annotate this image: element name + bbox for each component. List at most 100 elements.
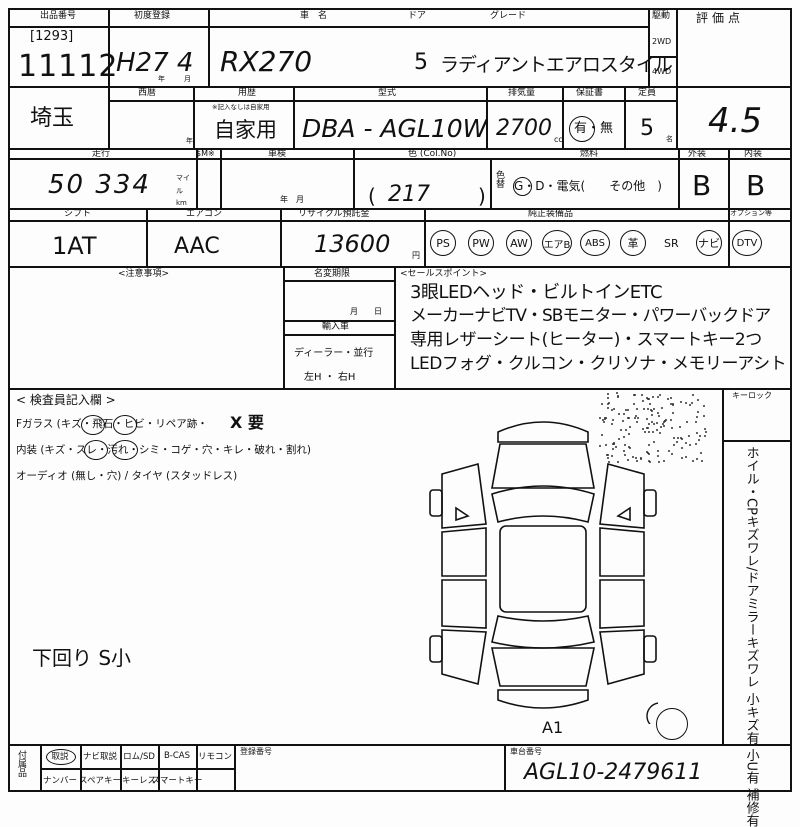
speckle-dot — [621, 419, 624, 422]
speckle-dot — [601, 434, 604, 437]
speckle-dot — [686, 420, 689, 423]
import-label: 輸入車 — [322, 322, 350, 332]
speckle-dot — [648, 430, 651, 433]
car-hood — [491, 443, 595, 489]
inspector-glass: Fガラス (キズ・飛石・ヒビ・リペア跡・ — [16, 418, 208, 430]
color-paren-right: ) — [478, 184, 486, 208]
drive-label: 駆動 — [652, 11, 671, 21]
auction-sheet: 出品番号 [1293] 11112 初度登録 H27 4 年 月 車 名 RX2… — [8, 8, 792, 827]
equip-sunroof: SR — [664, 237, 679, 250]
speckle-dot — [648, 402, 651, 405]
recycle-label: リサイクル預託金 — [298, 209, 370, 219]
speckle-dot — [652, 441, 655, 444]
accessories-label: 付属品 — [16, 750, 26, 777]
speckle-dot — [703, 428, 706, 430]
r3-v5 — [678, 148, 680, 208]
color-label: 色 (Col.No) — [408, 149, 457, 159]
mileage-value: 50 334 — [48, 170, 151, 200]
speckle-dot — [607, 461, 610, 464]
color-value: 217 — [388, 182, 430, 207]
model-value: DBA - AGL10W — [302, 114, 488, 143]
speckle-dot — [651, 409, 654, 412]
speckle-dot — [627, 458, 630, 461]
speckle-dot — [671, 411, 674, 414]
speckle-dot — [623, 443, 626, 446]
model-label: 型式 — [378, 88, 397, 98]
speckle-dot — [611, 423, 614, 426]
lot-number: 11112 — [18, 49, 119, 84]
speckle-dot — [623, 450, 626, 453]
speckle-dot — [607, 403, 610, 406]
grade-label: グレード — [490, 11, 527, 21]
notes-label: <注意事項> — [118, 269, 170, 279]
speckle-dot — [703, 405, 706, 408]
equip-navi: ナビ — [696, 230, 722, 256]
change-deadline-label: 名変期限 — [314, 269, 351, 279]
row-divider-6 — [8, 744, 792, 746]
inspector-audio: オーディオ (無し・穴) / タイヤ (スタッドレス) — [16, 470, 238, 482]
shift-label: シフト — [64, 209, 92, 219]
speckle-dot — [675, 440, 678, 443]
exhibit-no: [1293] — [30, 29, 74, 44]
r3-sub-h — [8, 158, 792, 160]
equip-ps: PS — [430, 230, 456, 256]
r2-v1 — [108, 86, 110, 148]
cc-value: 2700 — [496, 116, 552, 141]
mileage-label: 走行 — [92, 149, 111, 159]
month-unit: 月 — [184, 75, 191, 83]
speckle-dot — [687, 434, 690, 437]
speckle-dot — [705, 430, 707, 433]
car-rear-window — [491, 615, 595, 649]
speckle-dot — [680, 446, 683, 449]
import-steer: 左H ・ 右H — [304, 372, 356, 383]
acc-plate: ナンバー — [42, 776, 77, 786]
exterior-value: B — [692, 169, 712, 202]
speckle-dot — [606, 456, 609, 459]
speckle-dot — [646, 398, 649, 401]
inspector-interior: 内装 (キズ・スレ・汚れ・シミ・コゲ・穴・キレ・破れ・割れ) — [16, 444, 312, 456]
speckle-dot — [653, 423, 656, 426]
frame-top — [8, 8, 792, 10]
speckle-dot — [651, 413, 654, 416]
capacity-value: 5 — [640, 116, 654, 141]
speckle-dot — [610, 409, 613, 412]
warranty-label: 保証書 — [576, 88, 604, 98]
r4-v1 — [146, 208, 148, 266]
speckle-dot — [612, 442, 615, 445]
speckle-dot — [699, 435, 702, 438]
chassis-label: 車台番号 — [510, 747, 542, 756]
speckle-dot — [614, 446, 617, 449]
r4-v3 — [424, 208, 426, 266]
speckle-dot — [652, 408, 655, 411]
speckle-dot — [629, 446, 632, 449]
usage-value: 自家用 — [214, 118, 277, 142]
speckle-dot — [611, 447, 614, 450]
speckle-dot — [676, 436, 679, 439]
frame-left — [8, 8, 10, 792]
r1-v1 — [108, 8, 110, 86]
speckle-dot — [612, 407, 615, 410]
color-paren-left: ( — [368, 184, 376, 208]
speckle-dot — [642, 427, 645, 430]
r1-v3 — [648, 8, 650, 86]
speckle-dot — [662, 459, 665, 462]
speckle-dot — [636, 460, 639, 463]
speckle-dot — [659, 426, 662, 429]
frame-right — [790, 8, 792, 792]
speckle-dot — [695, 442, 698, 445]
acc-manual-circle — [46, 749, 76, 765]
sales-line-4: LEDフォグ・クルコン・クリソナ・メモリーアシト — [410, 354, 787, 374]
ft-sub-h — [40, 768, 234, 770]
speckle-dot — [649, 461, 652, 464]
speckle-dot — [640, 458, 643, 461]
interior-circle-2 — [112, 440, 138, 460]
fuel-value: G・D・電気( その他 ) — [514, 179, 662, 193]
score-label: 評価点 — [696, 11, 745, 25]
acc-rom-sd: ロム/SD — [123, 752, 155, 762]
speckle-dot — [670, 402, 673, 405]
r5-sub-h2 — [283, 320, 394, 322]
ft-v6 — [504, 744, 506, 792]
speckle-dot — [627, 408, 630, 411]
r1-sub-h — [108, 26, 648, 28]
speckle-dot — [673, 443, 676, 446]
